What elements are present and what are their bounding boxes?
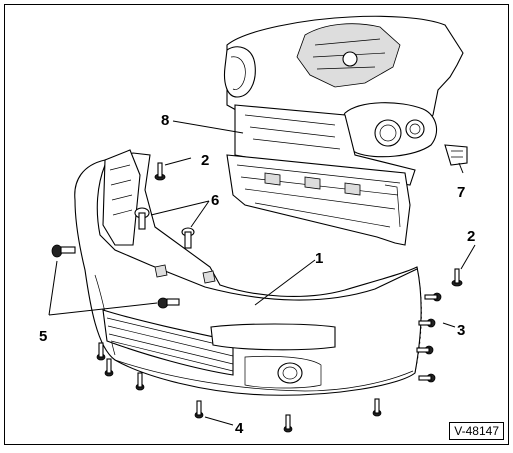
screw-5-a (51, 244, 76, 258)
screw-2-right (451, 268, 463, 287)
fasteners (51, 162, 463, 433)
vehicle-front-body (223, 15, 468, 186)
screws-3 (416, 292, 442, 383)
screw-2-upper (154, 162, 166, 181)
bumper-bracket-guide (226, 154, 411, 246)
callout-7: 7 (457, 184, 465, 201)
callout-5: 5 (39, 328, 47, 345)
callout-6: 6 (211, 192, 219, 209)
callout-2-upper: 2 (201, 152, 209, 169)
callout-4: 4 (235, 420, 244, 437)
callout-1: 1 (315, 250, 323, 267)
figure-reference-number: V-48147 (449, 422, 504, 440)
rivet-6-a (134, 207, 150, 230)
diagram-frame: 8 2 6 1 7 2 3 5 4 V-48147 (4, 4, 509, 445)
exploded-view-diagram: 8 2 6 1 7 2 3 5 4 (39, 15, 476, 437)
callout-8: 8 (161, 112, 169, 129)
callout-2-right: 2 (467, 228, 475, 245)
screws-4 (96, 342, 382, 433)
bumper-cover (74, 149, 422, 396)
callout-labels: 8 2 6 1 7 2 3 5 4 (39, 112, 475, 437)
leader-lines (48, 120, 476, 426)
screw-5-b (157, 297, 180, 309)
callout-3: 3 (457, 322, 465, 339)
rivet-6-b (181, 227, 195, 249)
